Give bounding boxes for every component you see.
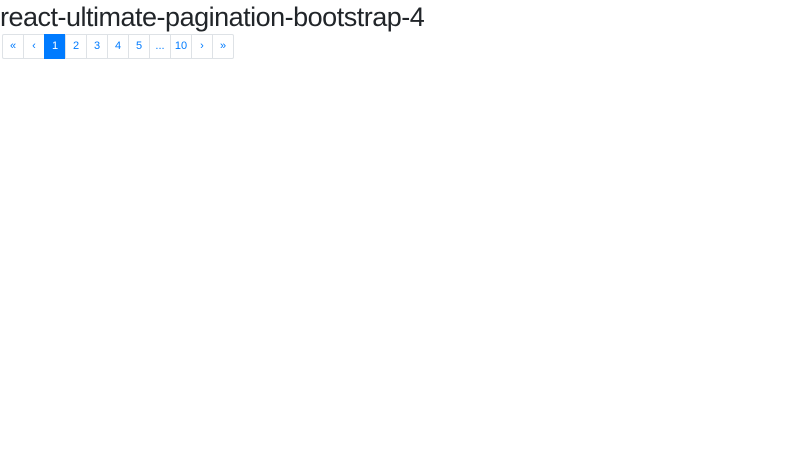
page-4-button[interactable]: 4 — [107, 34, 129, 59]
pagination-item-page-4: 4 — [107, 34, 129, 59]
page-5-button[interactable]: 5 — [128, 34, 150, 59]
pagination-item-last: » — [212, 34, 234, 59]
pagination-item-first: « — [2, 34, 24, 59]
page-3-button[interactable]: 3 — [86, 34, 108, 59]
pagination-item-page-10: 10 — [170, 34, 192, 59]
page-10-button[interactable]: 10 — [170, 34, 192, 59]
page-1-button[interactable]: 1 — [44, 34, 66, 59]
pagination-item-page-3: 3 — [86, 34, 108, 59]
previous-page-button[interactable]: ‹ — [23, 34, 45, 59]
pagination: « ‹ 1 2 3 4 5 ... 10 › » — [2, 34, 800, 59]
pagination-item-page-1: 1 — [44, 34, 66, 59]
ellipsis-button[interactable]: ... — [149, 34, 171, 59]
next-page-button[interactable]: › — [191, 34, 213, 59]
pagination-item-page-5: 5 — [128, 34, 150, 59]
first-page-button[interactable]: « — [2, 34, 24, 59]
page-title: react-ultimate-pagination-bootstrap-4 — [0, 2, 425, 32]
page-2-button[interactable]: 2 — [65, 34, 87, 59]
last-page-button[interactable]: » — [212, 34, 234, 59]
pagination-item-next: › — [191, 34, 213, 59]
pagination-item-page-2: 2 — [65, 34, 87, 59]
pagination-item-ellipsis: ... — [149, 34, 171, 59]
pagination-item-previous: ‹ — [23, 34, 45, 59]
